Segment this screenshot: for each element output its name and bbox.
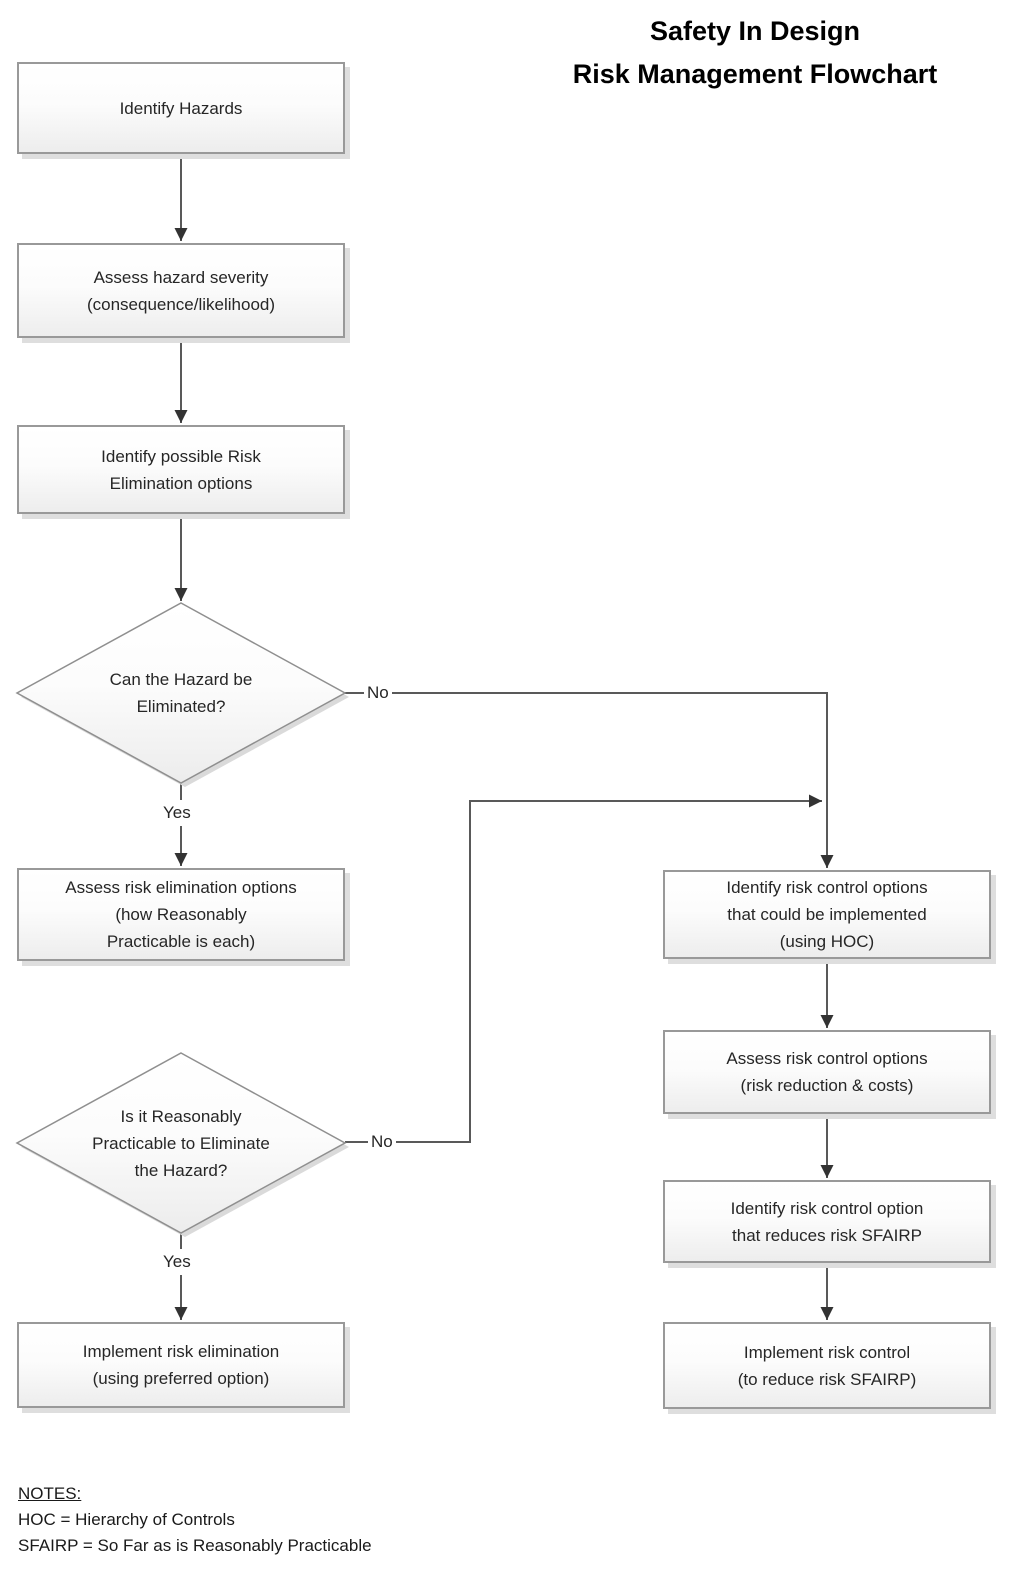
- node-assess-hazard-severity: Assess hazard severity (consequence/like…: [17, 243, 345, 338]
- node-label: Implement risk elimination (using prefer…: [82, 1342, 280, 1388]
- notes-heading: NOTES:: [18, 1484, 82, 1503]
- decision-reasonably-practicable-shape: [15, 1052, 347, 1234]
- note-hoc: HOC = Hierarchy of Controls: [18, 1510, 235, 1529]
- node-label: Identify risk control options that could…: [726, 878, 928, 951]
- node-assess-risk-elimination-options: Assess risk elimination options (how Rea…: [17, 868, 345, 961]
- node-label: Implement risk control (to reduce risk S…: [737, 1342, 917, 1389]
- node-label: Assess risk control options (risk reduct…: [726, 1049, 928, 1095]
- edge-decision2-no: [345, 794, 822, 1143]
- node-label: Assess hazard severity (consequence/like…: [86, 267, 276, 314]
- edge-label-yes-1: Yes: [160, 800, 194, 826]
- node-label: Identify possible Risk Elimination optio…: [101, 446, 261, 493]
- node-label: Identify Hazards: [119, 98, 243, 118]
- note-sfairp: SFAIRP = So Far as is Reasonably Practic…: [18, 1536, 372, 1555]
- node-label: Identify risk control option that reduce…: [730, 1198, 924, 1245]
- node-assess-risk-control-options: Assess risk control options (risk reduct…: [663, 1030, 991, 1114]
- node-identify-risk-control-option-sfairp: Identify risk control option that reduce…: [663, 1180, 991, 1263]
- edge-label-yes-2: Yes: [160, 1249, 194, 1275]
- edge-decision1-no: [345, 692, 834, 868]
- node-label: Assess risk elimination options (how Rea…: [65, 878, 297, 951]
- decision-can-hazard-be-eliminated-shape: [15, 602, 347, 784]
- title-line-2: Risk Management Flowchart: [572, 59, 938, 89]
- node-implement-risk-elimination: Implement risk elimination (using prefer…: [17, 1322, 345, 1408]
- node-identify-hazards: Identify Hazards: [17, 62, 345, 154]
- node-identify-risk-elimination-options: Identify possible Risk Elimination optio…: [17, 425, 345, 514]
- node-implement-risk-control: Implement risk control (to reduce risk S…: [663, 1322, 991, 1409]
- node-identify-risk-control-options: Identify risk control options that could…: [663, 870, 991, 959]
- title-line-1: Safety In Design: [649, 16, 861, 46]
- edge-label-no-2: No: [368, 1129, 396, 1155]
- notes-section: NOTES: HOC = Hierarchy of Controls SFAIR…: [18, 1481, 372, 1559]
- flowchart-title: Safety In Design Risk Management Flowcha…: [495, 10, 1015, 96]
- edge-label-no-1: No: [364, 680, 392, 706]
